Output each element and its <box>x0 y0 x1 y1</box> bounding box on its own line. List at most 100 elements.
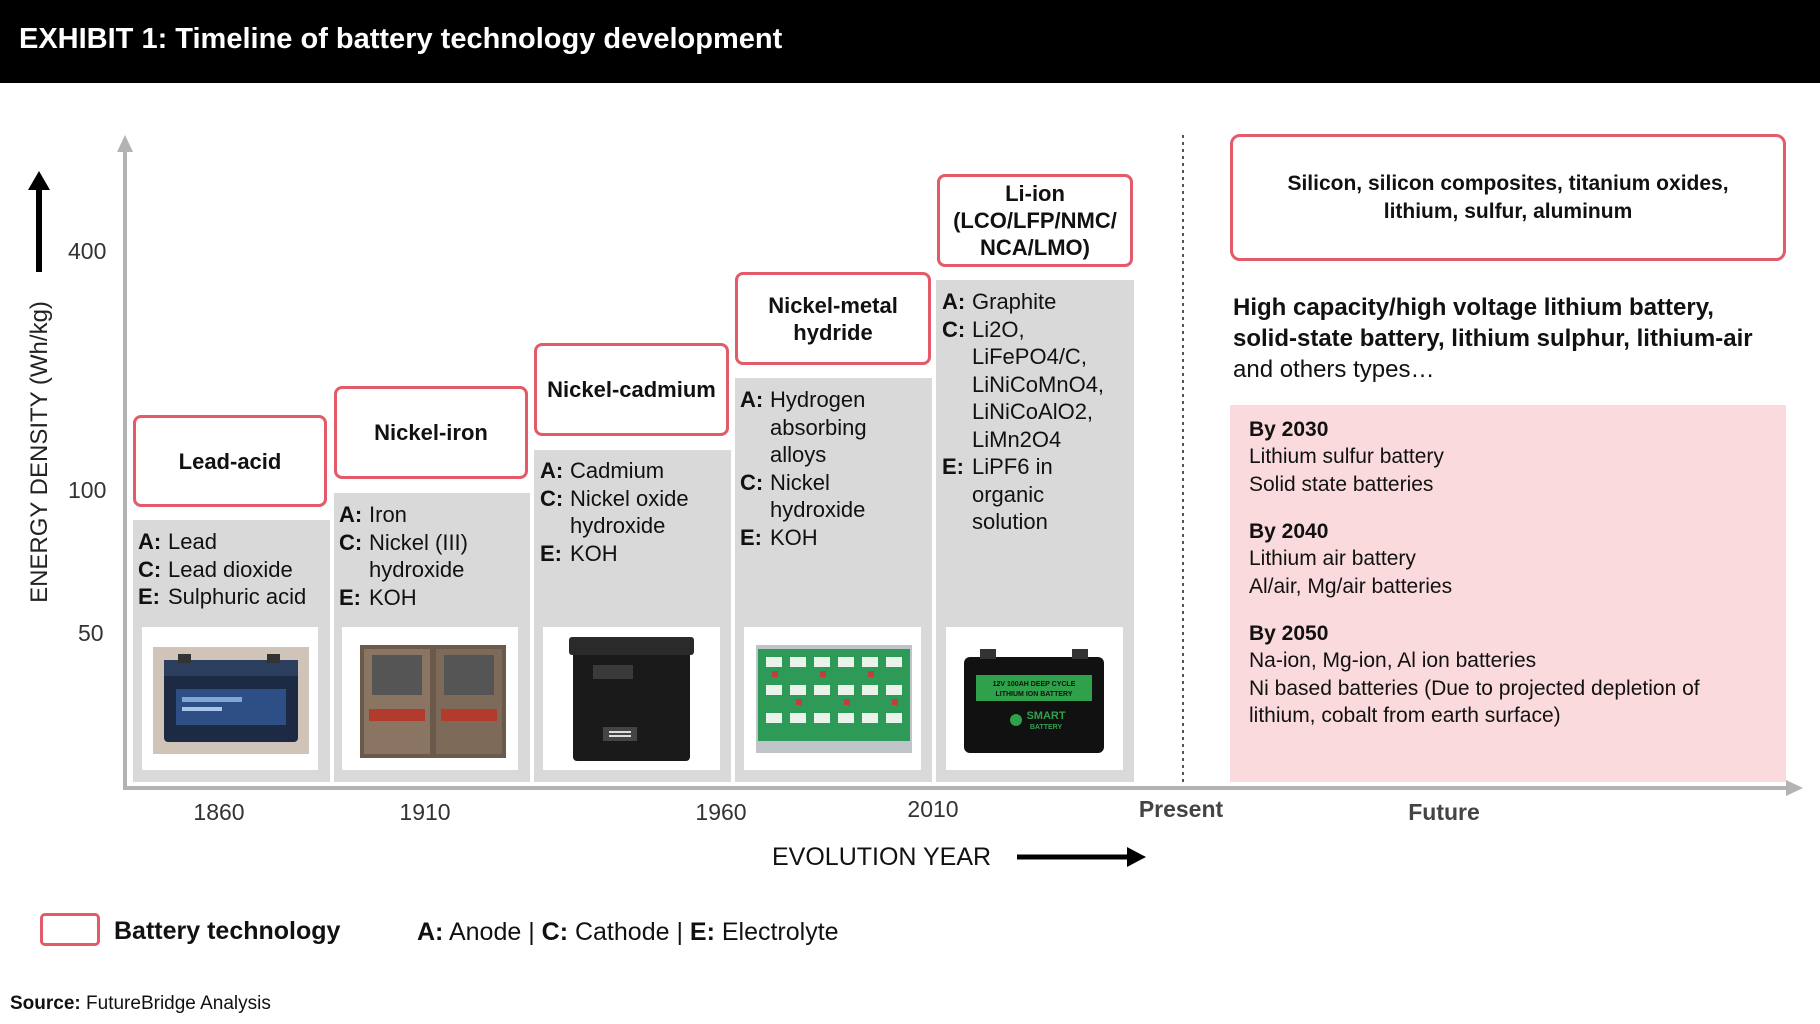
anode-value: Graphite <box>972 289 1057 314</box>
y-axis-label: ENERGY DENSITY (Wh/kg) <box>26 301 53 603</box>
cathode-value: Lead dioxide <box>168 556 293 582</box>
nimh-battery-pack-photo <box>744 627 921 770</box>
anode-value: Iron <box>369 502 407 527</box>
battery-label-line-2: LITHIUM ION BATTERY <box>996 691 1073 698</box>
nickel-cadmium-battery-icon <box>569 637 694 761</box>
anode-key: A: <box>540 458 564 483</box>
forecast-item: Solid state batteries <box>1249 472 1434 496</box>
electrolyte-value-3: solution <box>972 509 1048 534</box>
battery-brand-sub: BATTERY <box>1030 724 1063 731</box>
electrolyte-value: Sulphuric acid <box>168 584 307 609</box>
cathode-value-5: LiMn2O4 <box>972 426 1062 452</box>
cathode-key: C: <box>540 485 564 511</box>
forecast-2050: By 2050 Na-ion, Mg-ion, Al ion batteries… <box>1249 620 1767 730</box>
electrolyte-key: E: <box>942 454 964 479</box>
x-tick-1910: 1910 <box>399 799 451 825</box>
legend-key-a: A: <box>417 918 444 946</box>
battery-brand: SMART <box>1026 710 1065 722</box>
electrolyte-value: KOH <box>770 524 818 550</box>
details-nickel-iron: A:Iron C:Nickel (III) hydroxide E:KOH <box>339 501 468 611</box>
electrolyte-value-2: organic <box>972 481 1045 507</box>
evolution-arrow-head <box>1127 847 1146 867</box>
electrolyte-key: E: <box>740 524 762 550</box>
nickel-cadmium-battery-photo <box>543 627 720 770</box>
source-label: Source: <box>10 993 81 1014</box>
forecast-year: By 2030 <box>1249 418 1329 441</box>
cathode-key: C: <box>942 316 966 342</box>
legend-swatch <box>40 913 100 946</box>
electrolyte-key: E: <box>540 540 562 566</box>
forecast-item: Na-ion, Mg-ion, Al ion batteries <box>1249 649 1537 672</box>
legend-key-e-text: Electrolyte <box>714 918 839 946</box>
nimh-battery-pack-icon <box>756 645 912 753</box>
electrolyte-key: E: <box>138 584 160 609</box>
electrolyte-key: E: <box>339 584 361 610</box>
cathode-value-2: LiFePO4/C, <box>972 344 1087 369</box>
cathode-value: Nickel (III) <box>369 529 468 555</box>
details-nickel-metal-hydride: A:Hydrogen absorbing alloys C:Nickel hyd… <box>740 386 867 551</box>
electrolyte-value: KOH <box>369 584 417 610</box>
future-types-bold: High capacity/high voltage lithium batte… <box>1233 294 1753 352</box>
x-tick-2010: 2010 <box>907 796 959 822</box>
details-nickel-cadmium: A:Cadmium C:Nickel oxide hydroxide E: KOH <box>540 457 689 567</box>
cathode-value-3: LiNiCoMnO4, <box>972 371 1105 397</box>
anode-value: Hydrogen <box>770 387 866 412</box>
li-ion-battery-photo: 12V 100AH DEEP CYCLE LITHIUM ION BATTERY… <box>946 627 1123 770</box>
lead-acid-battery-photo <box>142 627 318 770</box>
future-types-text: High capacity/high voltage lithium batte… <box>1233 292 1773 385</box>
legend-key-e: E: <box>689 918 715 946</box>
cathode-value-cont: hydroxide <box>570 513 666 538</box>
x-tick-1960: 1960 <box>695 799 747 825</box>
cathode-key: C: <box>138 556 162 582</box>
anode-value-cont-1: absorbing <box>770 414 867 440</box>
tech-box-li-ion: Li-ion (LCO/LFP/NMC/ NCA/LMO) <box>937 174 1133 267</box>
future-types-rest: and others types… <box>1233 356 1435 383</box>
y-tick-400: 400 <box>68 238 107 264</box>
forecast-2030: By 2030 Lithium sulfur battery Solid sta… <box>1249 416 1767 498</box>
tech-box-lead-acid: Lead-acid <box>133 415 327 507</box>
forecast-item: Ni based batteries (Due to projected dep… <box>1249 676 1700 728</box>
cathode-value-cont: hydroxide <box>770 497 866 522</box>
li-ion-battery-icon: 12V 100AH DEEP CYCLE LITHIUM ION BATTERY… <box>964 649 1104 753</box>
anode-key: A: <box>138 529 162 554</box>
electrolyte-value: KOH <box>570 540 618 566</box>
source-note: Source: FutureBridge Analysis <box>10 993 271 1015</box>
anode-key: A: <box>942 289 966 314</box>
nickel-iron-battery-icon <box>360 645 506 758</box>
details-lead-acid: A:Lead C:Lead dioxide E: Sulphuric acid <box>138 528 306 611</box>
cathode-value-cont: hydroxide <box>369 557 465 582</box>
forecast-item: Al/air, Mg/air batteries <box>1249 574 1453 598</box>
cathode-value: Nickel <box>770 469 830 495</box>
y-axis-arrowhead <box>117 135 133 152</box>
tech-box-nickel-metal-hydride: Nickel-metal hydride <box>735 272 931 365</box>
lead-acid-battery-icon <box>153 647 309 754</box>
x-tick-future: Future <box>1408 799 1480 825</box>
electrolyte-value-1: LiPF6 in <box>972 454 1053 479</box>
forecast-item: Lithium air battery <box>1249 547 1416 570</box>
future-materials-box: Silicon, silicon composites, titanium ox… <box>1230 134 1786 261</box>
anode-value: Cadmium <box>570 458 665 483</box>
tech-box-nickel-iron: Nickel-iron <box>334 386 528 479</box>
forecast-year: By 2050 <box>1249 622 1329 645</box>
cathode-value-4: LiNiCoAlO2, <box>972 399 1094 424</box>
page-title: EXHIBIT 1: Timeline of battery technolog… <box>19 23 783 55</box>
cathode-key: C: <box>740 469 764 495</box>
x-tick-1860: 1860 <box>193 799 245 825</box>
cathode-key: C: <box>339 529 363 555</box>
energy-arrow-head <box>28 171 50 190</box>
anode-value-cont-2: alloys <box>770 442 827 467</box>
legend-key: A: Anode | C: Cathode | E: Electrolyte <box>417 918 839 947</box>
cathode-value: Nickel oxide <box>570 485 689 511</box>
forecast-year: By 2040 <box>1249 520 1329 543</box>
header-bar: EXHIBIT 1: Timeline of battery technolog… <box>0 0 1820 83</box>
x-axis-label: EVOLUTION YEAR <box>772 843 992 871</box>
forecast-item: Lithium sulfur battery <box>1249 445 1444 468</box>
anode-key: A: <box>740 387 764 412</box>
legend-key-a-text: Anode | <box>443 918 542 946</box>
details-li-ion: A:Graphite C:Li2O, LiFePO4/C, LiNiCoMnO4… <box>942 288 1104 536</box>
forecast-panel: By 2030 Lithium sulfur battery Solid sta… <box>1230 405 1786 782</box>
y-tick-100: 100 <box>68 477 107 503</box>
x-axis-arrowhead <box>1786 780 1803 796</box>
anode-value: Lead <box>168 529 217 554</box>
